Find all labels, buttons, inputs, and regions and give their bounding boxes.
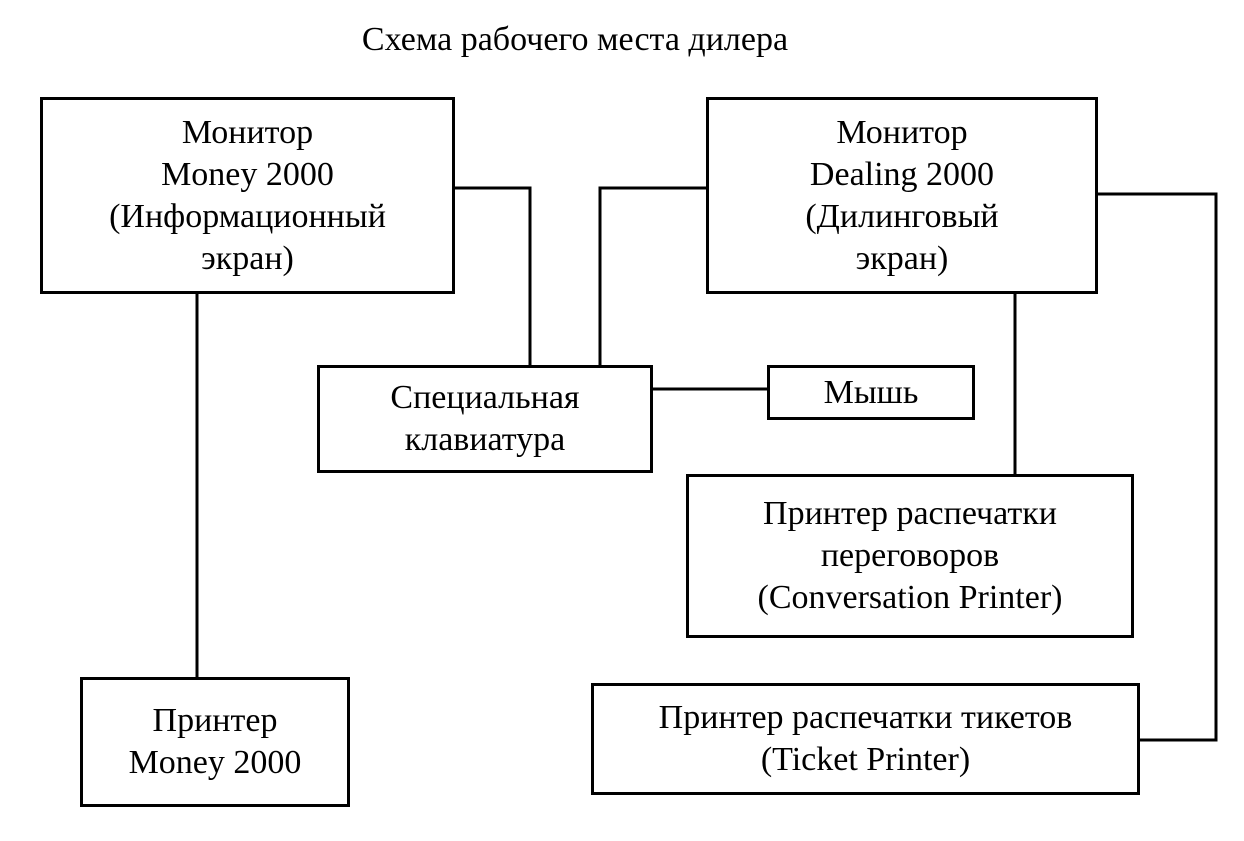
diagram-title: Схема рабочего места дилера xyxy=(361,21,789,58)
node-label-line: (Ticket Printer) xyxy=(760,741,971,778)
node-label-line: Монитор xyxy=(836,113,968,151)
node-label-line: (Conversation Printer) xyxy=(757,579,1063,616)
ticket-printer-node: Принтер распечатки тикетов (Ticket Print… xyxy=(591,683,1140,795)
money-printer-node: Принтер Money 2000 xyxy=(80,677,350,807)
node-label-line: Мышь xyxy=(823,373,919,411)
node-label-line: Принтер xyxy=(152,702,278,739)
mouse-node: Мышь xyxy=(767,365,975,420)
node-label-line: Монитор xyxy=(181,113,314,151)
node-label-line: Money 2000 xyxy=(161,155,334,193)
node-label-line: Принтер распечатки тикетов xyxy=(658,699,1073,736)
money-monitor-node: Монитор Money 2000 (Информационный экран… xyxy=(40,97,455,294)
edge-dealing-monitor-to-ticket-printer xyxy=(1096,192,1218,742)
node-label-line: экран) xyxy=(201,239,294,277)
keyboard-node: Специальная клавиатура xyxy=(317,365,653,473)
node-label-line: клавиатура xyxy=(404,421,566,458)
conversation-printer-node: Принтер распечатки переговоров (Conversa… xyxy=(686,474,1134,638)
node-label-line: Dealing 2000 xyxy=(809,155,995,193)
edge-dealing-monitor-to-keyboard xyxy=(598,186,708,367)
node-label-line: экран) xyxy=(855,239,949,277)
node-label-line: Money 2000 xyxy=(128,744,302,781)
dealing-monitor-node: Монитор Dealing 2000 (Дилинговый экран) xyxy=(706,97,1098,294)
node-label-line: Специальная xyxy=(390,379,580,416)
node-label-line: переговоров xyxy=(820,537,1000,574)
node-label-line: (Дилинговый xyxy=(805,197,999,235)
node-label-line: (Информационный xyxy=(109,197,386,235)
node-label-line: Принтер распечатки xyxy=(763,495,1057,532)
edge-money-monitor-to-keyboard xyxy=(453,186,532,367)
